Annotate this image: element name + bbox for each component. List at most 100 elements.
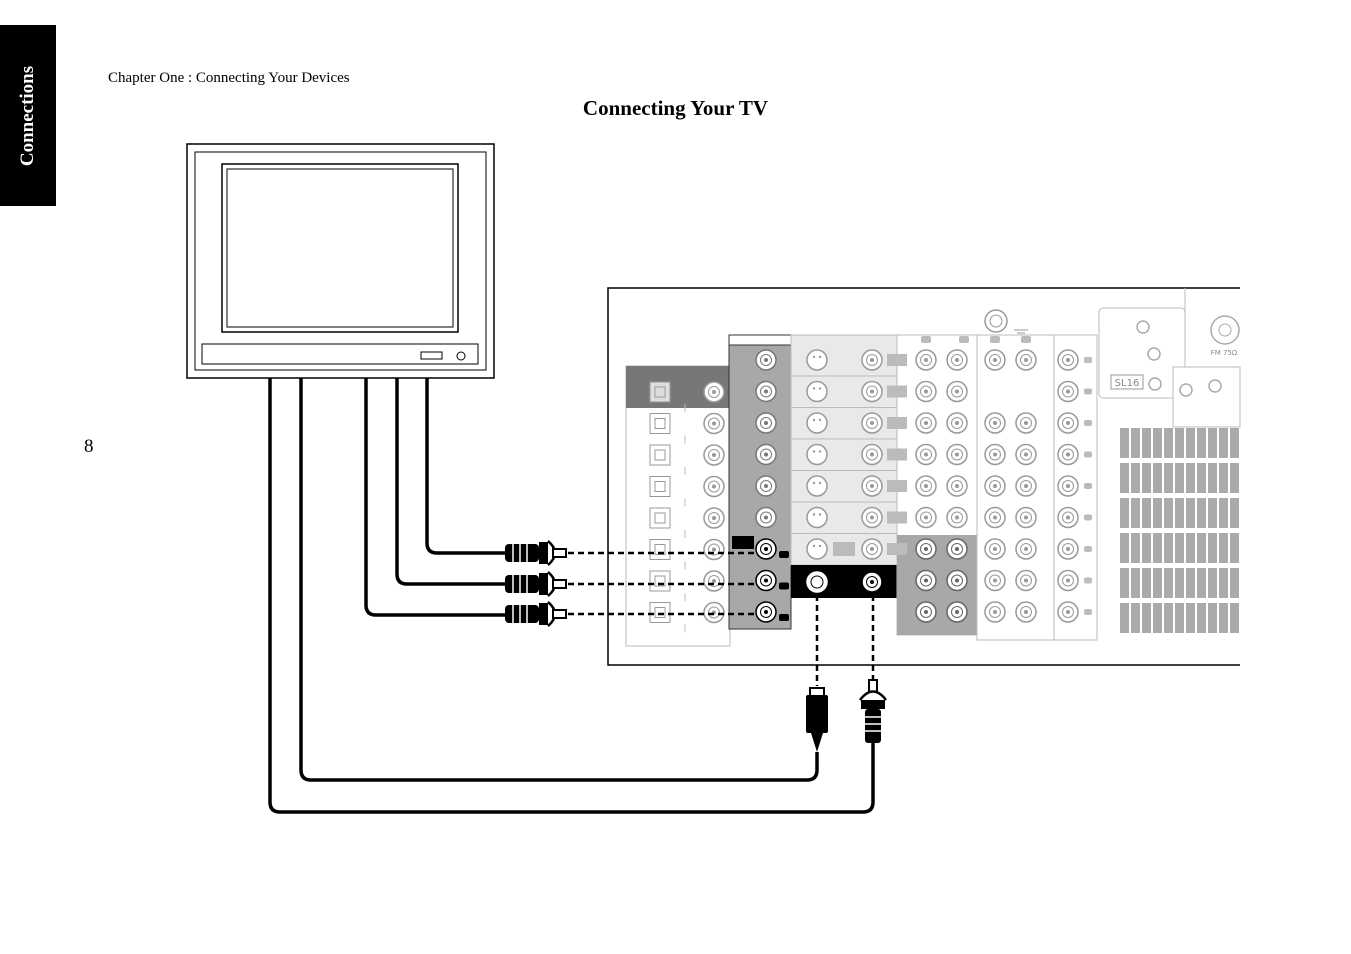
page-number: 8 (84, 436, 94, 457)
fm-antenna-label: FM 75Ω (1211, 349, 1238, 357)
rca-jack (915, 443, 937, 466)
svideo-jack (806, 349, 828, 371)
rca-jack (755, 380, 777, 403)
rca-jack (861, 571, 883, 593)
optical-port (649, 570, 671, 592)
svideo-cable (299, 378, 819, 782)
component-rca-plug (505, 601, 567, 627)
svideo-jack (806, 443, 828, 466)
optical-port (649, 602, 671, 623)
rca-jack (755, 443, 777, 466)
rca-jack (984, 412, 1006, 434)
rca-jack (755, 506, 777, 529)
rca-jack (861, 349, 883, 371)
chapter-header: Chapter One : Connecting Your Devices (108, 70, 350, 86)
rca-jack (703, 601, 725, 624)
rca-jack (703, 538, 725, 561)
optical-port (649, 539, 671, 560)
rca-jack (915, 569, 937, 592)
rca-jack (755, 569, 777, 592)
rca-jack (1015, 569, 1037, 592)
svideo-monitor-out (806, 571, 828, 593)
component-cable-y (425, 378, 505, 555)
rca-jack (1057, 601, 1079, 623)
rca-jack (946, 380, 968, 403)
rca-jack (1015, 412, 1037, 434)
rca-jack (755, 601, 777, 623)
rca-jack (984, 601, 1006, 623)
rca-jack (946, 349, 968, 371)
rca-jack (1057, 349, 1079, 371)
rca-jack (1015, 538, 1037, 560)
svideo-jack (806, 475, 828, 497)
rca-jack (1057, 506, 1079, 529)
rca-jack (861, 412, 883, 434)
video-cables (268, 378, 875, 814)
svideo-jack (806, 538, 828, 560)
rca-jack (915, 538, 937, 560)
rca-jack (703, 570, 725, 592)
rca-jack (1057, 380, 1079, 403)
rca-jack (1057, 443, 1079, 466)
component-rca-plug (505, 571, 567, 597)
optical-port (649, 507, 671, 529)
rca-jack (755, 412, 777, 434)
rca-jack (984, 538, 1006, 560)
rca-jack (915, 475, 937, 497)
component-rca-plug (505, 540, 567, 566)
rca-jack (915, 349, 937, 371)
rca-jack (915, 601, 937, 623)
rca-jack (984, 475, 1006, 497)
rca-jack (984, 506, 1006, 529)
rca-jack (703, 444, 725, 466)
rca-jack (1015, 506, 1037, 529)
receiver-logo-label: SL16 (1115, 378, 1140, 389)
rca-jack (755, 349, 777, 371)
receiver-back-panel: SL16 FM 75Ω (607, 287, 1241, 666)
optical-port (649, 444, 671, 466)
rca-jack (1057, 412, 1079, 434)
rca-jack (861, 506, 883, 529)
rca-jack (915, 412, 937, 434)
rca-jack (946, 443, 968, 466)
svideo-jack (806, 506, 828, 529)
composite-plug (859, 679, 887, 743)
rca-jack (946, 601, 968, 623)
component-cable-pb (395, 378, 505, 586)
rca-jack (703, 412, 725, 435)
rca-jack (861, 380, 883, 403)
rca-jack (1015, 443, 1037, 466)
svideo-jack (806, 380, 828, 403)
rca-jack (703, 507, 725, 529)
rca-jack (861, 538, 883, 560)
optical-port (649, 476, 671, 497)
svideo-jack (806, 412, 828, 434)
rca-jack (1057, 538, 1079, 560)
composite-cable (268, 378, 875, 814)
rca-jack (946, 569, 968, 592)
rca-jack (755, 475, 777, 497)
rca-jack (915, 380, 937, 403)
rca-jack (915, 506, 937, 529)
rca-jack (946, 475, 968, 497)
rca-jack (703, 475, 725, 498)
rca-jack (703, 381, 725, 403)
rca-jack (1015, 349, 1037, 371)
rca-jack (861, 475, 883, 497)
rca-jack (984, 443, 1006, 466)
component-cable-pr (364, 378, 505, 617)
rca-jack (1015, 475, 1037, 497)
rca-jack (1015, 601, 1037, 623)
connection-guides (568, 551, 875, 686)
rca-jack (946, 538, 968, 560)
optical-port (649, 413, 671, 434)
rca-jack (1057, 569, 1079, 592)
rca-jack (946, 506, 968, 529)
rca-jack (984, 349, 1006, 371)
rca-jack (984, 569, 1006, 592)
section-tab: Connections (0, 25, 56, 206)
svideo-plug (806, 687, 828, 752)
rca-jack (861, 443, 883, 466)
rca-jack (755, 538, 777, 560)
